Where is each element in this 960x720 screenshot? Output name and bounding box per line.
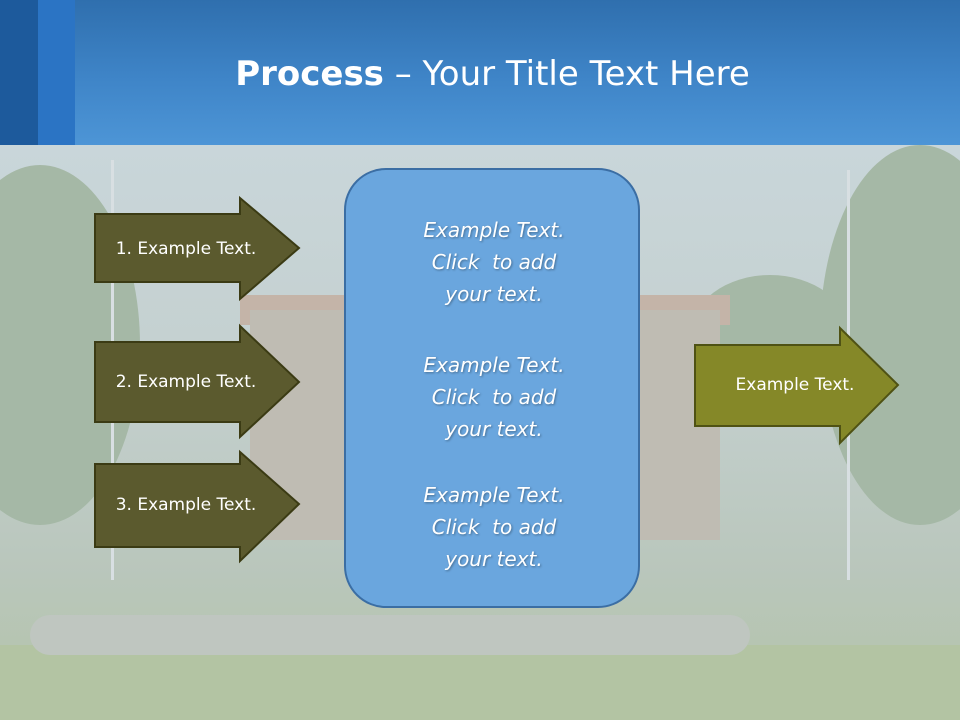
center-text-line: Click to add [431,250,557,274]
process-arrow-label: 3. Example Text. [115,495,257,515]
header-accent-bar-dark [0,0,38,145]
center-text-block: Example Text. Click to add your text. [346,214,642,310]
center-text-line: Click to add [431,385,557,409]
process-arrow-1[interactable]: 1. Example Text. [94,195,301,302]
walkway [30,615,750,655]
center-text-line: your text. [445,417,543,441]
slide-title[interactable]: Process – Your Title Text Here [0,52,960,96]
process-arrow-label: 1. Example Text. [115,239,257,259]
arrow-shape [694,325,900,446]
slide-title-bold: Process [235,54,384,94]
title-bar: Process – Your Title Text Here [0,0,960,145]
result-arrow-label: Example Text. [735,375,855,395]
header-accent-bar-light [38,0,75,145]
lawn [0,645,960,720]
center-text-line: Click to add [431,515,557,539]
arrow-shape [94,449,301,564]
center-text-line: Example Text. [423,353,565,377]
process-arrow-label: 2. Example Text. [115,372,257,392]
result-arrow[interactable]: Example Text. [694,325,900,446]
center-text-box[interactable]: Example Text. Click to add your text. Ex… [344,168,640,608]
process-arrow-3[interactable]: 3. Example Text. [94,449,301,564]
center-text-line: Example Text. [423,483,565,507]
process-arrow-2[interactable]: 2. Example Text. [94,323,301,440]
center-text-line: Example Text. [423,218,565,242]
center-text-block: Example Text. Click to add your text. [346,349,642,445]
center-text-line: your text. [445,282,543,306]
arrow-shape [94,323,301,440]
slide-title-rest: – Your Title Text Here [383,54,750,94]
arrow-shape [94,195,301,302]
center-text-block: Example Text. Click to add your text. [346,479,642,575]
center-text-line: your text. [445,547,543,571]
